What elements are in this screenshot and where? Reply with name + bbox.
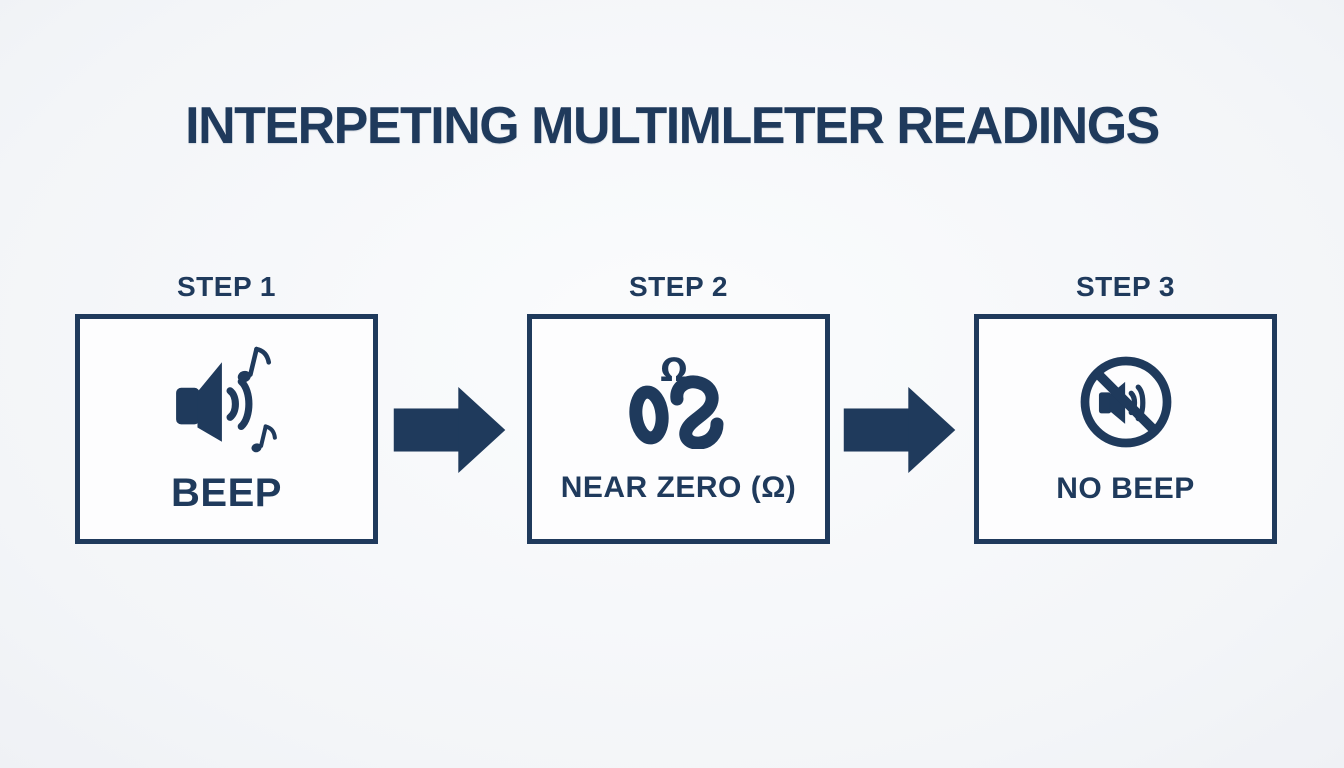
step-column-2: STEP 2 Ω NEAR ZERO (Ω) [527,268,830,544]
step-3-label: STEP 3 [1076,271,1175,302]
step-column-3: STEP 3 NO BEEP [974,268,1277,544]
speaker-beep-icon [175,346,277,453]
step-1-label: STEP 1 [177,271,276,302]
step-2-label: STEP 2 [629,271,728,302]
music-note-icon [237,346,271,383]
swirl-glyph [669,375,723,449]
sound-waves-icon [225,378,252,431]
step-3-caption: NO BEEP [1056,472,1195,505]
step-2-box: Ω NEAR ZERO (Ω) [527,314,830,544]
muted-speaker-icon [1080,356,1171,448]
step-1-box: BEEP [75,314,378,544]
step-1-caption: BEEP [171,471,282,515]
zero-ring [628,385,669,445]
step-3-box: NO BEEP [974,314,1277,544]
music-note-small-icon [250,424,277,453]
right-arrow-icon [843,386,956,474]
right-arrow-icon [393,386,506,474]
speaker-glyph [175,362,222,442]
page-title: INTERPETING MULTIMLETER READINGS [185,97,1160,155]
step-column-1: STEP 1 [75,268,378,544]
slash-line [1092,369,1159,435]
ohm-reading-icon: Ω [628,355,723,449]
prohibition-circle [1080,356,1171,448]
step-2-caption: NEAR ZERO (Ω) [560,471,797,504]
